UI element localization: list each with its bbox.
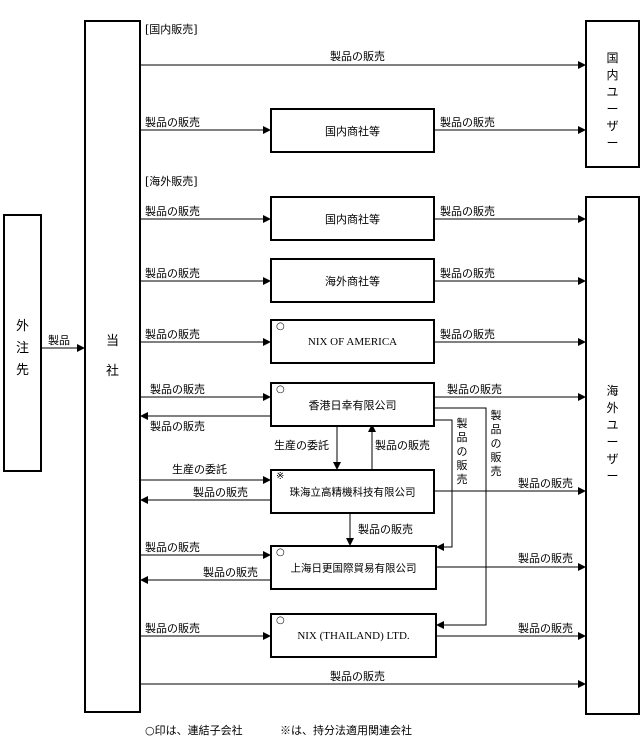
overseas-users-box: 海外ユーザー: [585, 196, 640, 715]
flow-label: 製品の販売: [203, 566, 258, 579]
flow-label: 製品の販売: [518, 622, 573, 635]
company-box: 当社: [84, 20, 141, 713]
flow-label: 製品の販売: [330, 670, 385, 683]
flow-label-parts: 製品: [48, 334, 70, 347]
domestic-users-text: 国内ユーザー: [606, 51, 619, 150]
zhuhai-box: ※ 珠海立高精機科技有限公司: [270, 469, 435, 514]
flow-label-vertical: 製品の販売: [490, 409, 502, 478]
flow-label: 製品の販売: [145, 541, 200, 554]
flow-label: 製品の販売: [145, 267, 200, 280]
legend-consolidated: ○印は、連結子会社: [145, 724, 243, 737]
flow-label: 製品の販売: [518, 477, 573, 490]
hongkong-box: ○ 香港日幸有限公司: [270, 382, 435, 427]
flow-label: 製品の販売: [193, 486, 248, 499]
flow-label: 製品の販売: [145, 328, 200, 341]
overseas-users-text: 海外ユーザー: [606, 384, 619, 483]
nix-america-box: ○ NIX OF AMERICA: [270, 319, 435, 364]
flow-label: 製品の販売: [440, 116, 495, 129]
equity-mark: ※: [276, 471, 285, 482]
overseas-trader-label: 海外商社等: [325, 274, 380, 288]
flow-label: 製品の販売: [518, 552, 573, 565]
shanghai-box: ○ 上海日更国際貿易有限公司: [270, 545, 437, 590]
flow-label: 製品の販売: [440, 267, 495, 280]
arrow-hongkong-to-shanghai: [435, 419, 453, 551]
nix-thailand-label: NIX (THAILAND) LTD.: [297, 629, 410, 642]
section-overseas: [海外販売]: [145, 175, 198, 188]
flow-label: 製品の販売: [145, 622, 200, 635]
arrow-hongkong-to-thailand: [435, 407, 487, 629]
nix-thailand-box: ○ NIX (THAILAND) LTD.: [270, 613, 437, 658]
outsourcer-label: 外注先: [5, 316, 40, 384]
overseas-users-label: 海外ユーザー: [587, 383, 638, 485]
nix-america-label: NIX OF AMERICA: [307, 335, 398, 348]
company-label: 当社: [86, 327, 139, 387]
consolidated-mark: ○: [276, 547, 285, 558]
flow-label: 製品の販売: [375, 439, 430, 452]
flow-label: 製品の販売: [358, 523, 413, 536]
flow-label: 製品の販売: [440, 328, 495, 341]
outsourcer-box: 外注先: [3, 214, 42, 472]
flow-label: 製品の販売: [145, 116, 200, 129]
dom-trader-1-label: 国内商社等: [325, 124, 380, 138]
company-label-text: 当社: [105, 334, 119, 379]
flow-label: 製品の販売: [447, 383, 502, 396]
overseas-trader-box: 海外商社等: [270, 258, 435, 303]
flow-label-vertical: 製品の販売: [456, 417, 468, 486]
flow-label-consignment: 生産の委託: [274, 439, 329, 452]
consolidated-mark: ○: [276, 321, 285, 332]
section-domestic: [国内販売]: [145, 23, 198, 36]
flow-label: 製品の販売: [150, 383, 205, 396]
consolidated-mark: ○: [276, 615, 285, 626]
flow-label-consignment: 生産の委託: [172, 463, 227, 476]
flow-label: 製品の販売: [145, 205, 200, 218]
domestic-users-box: 国内ユーザー: [585, 20, 640, 168]
outsourcer-label-text: 外注先: [15, 319, 29, 378]
dom-trader-2-label: 国内商社等: [325, 212, 380, 226]
dom-trader-2-box: 国内商社等: [270, 196, 435, 241]
shanghai-label: 上海日更国際貿易有限公司: [290, 562, 417, 574]
flow-label: 製品の販売: [330, 50, 385, 63]
flow-label: 製品の販売: [150, 420, 205, 433]
flow-label: 製品の販売: [440, 205, 495, 218]
zhuhai-label: 珠海立高精機科技有限公司: [289, 486, 416, 498]
consolidated-mark: ○: [276, 384, 285, 395]
dom-trader-1-box: 国内商社等: [270, 108, 435, 153]
legend-equity: ※は、持分法適用関連会社: [280, 724, 412, 737]
hongkong-label: 香港日幸有限公司: [308, 398, 397, 412]
domestic-users-label: 国内ユーザー: [587, 50, 638, 152]
